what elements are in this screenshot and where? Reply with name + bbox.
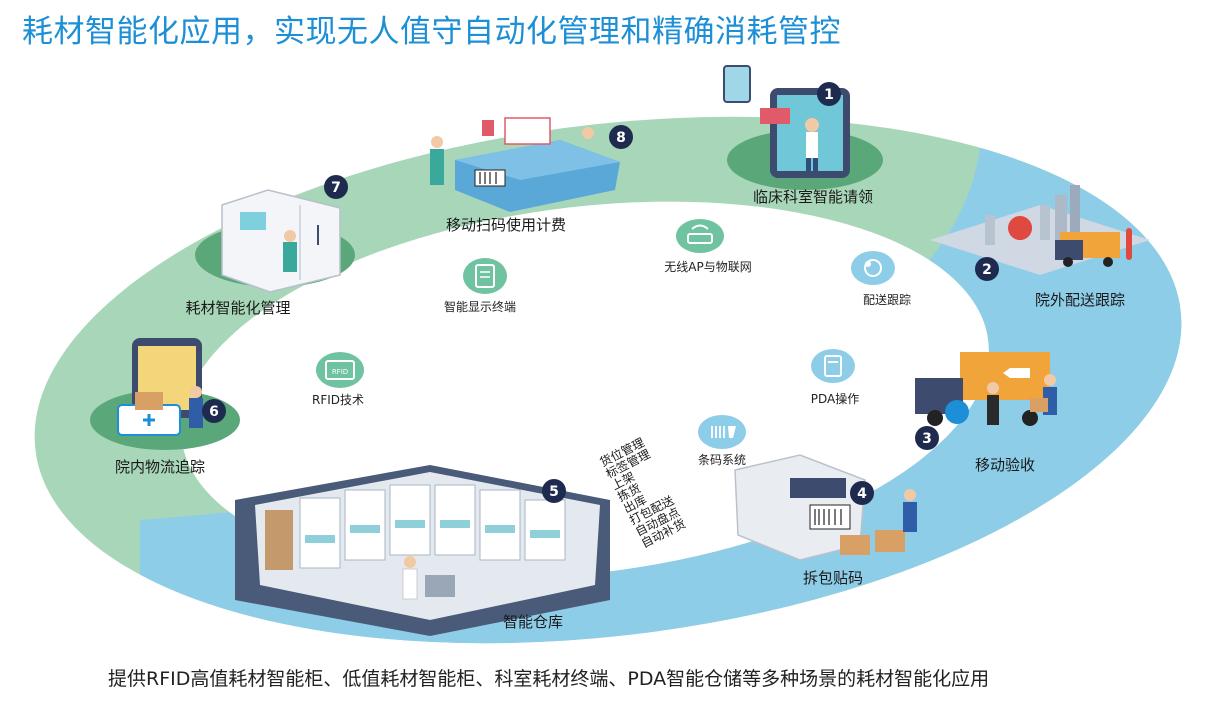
- svg-text:4: 4: [857, 486, 867, 502]
- stage-badges: 1 2 3 4 5 6 7 8: [202, 82, 999, 505]
- stage-label-2: 院外配送跟踪: [1034, 291, 1126, 309]
- stage-6-illustration: [90, 338, 240, 450]
- stage-8-illustration: [430, 117, 620, 212]
- stage-badge-3: 3: [915, 426, 939, 450]
- stage-3-illustration: [915, 352, 1057, 426]
- svg-text:5: 5: [549, 484, 559, 500]
- rfid-icon: RFID: [316, 352, 364, 388]
- svg-text:2: 2: [982, 262, 992, 278]
- calculator-icon: [811, 349, 855, 383]
- stage-badge-8: 8: [609, 125, 633, 149]
- tech-label-pda: PDA操作: [810, 392, 860, 406]
- svg-text:8: 8: [616, 130, 626, 146]
- stage-label-7: 耗材智能化管理: [185, 299, 291, 317]
- stage-label-4: 拆包贴码: [802, 569, 864, 587]
- tech-label-display: 智能显示终端: [443, 300, 517, 314]
- stage-badge-4: 4: [850, 481, 874, 505]
- tech-label-rfid: RFID技术: [311, 393, 365, 407]
- tracking-icon: [851, 251, 895, 285]
- tech-label-tracking: 配送跟踪: [862, 293, 912, 307]
- stage-label-1: 临床科室智能请领: [752, 188, 874, 206]
- stage-label-5: 智能仓库: [502, 613, 564, 631]
- svg-text:7: 7: [331, 180, 341, 196]
- stage-badge-1: 1: [817, 82, 841, 106]
- svg-text:3: 3: [922, 431, 932, 447]
- stage-4-illustration: [734, 454, 917, 561]
- stage-badge-6: 6: [202, 399, 226, 423]
- tech-label-wifi: 无线AP与物联网: [664, 260, 752, 274]
- stage-badge-2: 2: [975, 257, 999, 281]
- stage-5-illustration: [235, 465, 610, 636]
- svg-text:RFID: RFID: [332, 368, 348, 376]
- stage-1-illustration: [723, 65, 883, 190]
- page-title: 耗材智能化应用，实现无人值守自动化管理和精确消耗管控: [22, 14, 841, 50]
- stage-label-6: 院内物流追踪: [114, 458, 206, 476]
- display-terminal-icon: [463, 258, 507, 294]
- footer-caption: 提供RFID高值耗材智能柜、低值耗材智能柜、科室耗材终端、PDA智能仓储等多种场…: [108, 668, 990, 690]
- barcode-scanner-icon: [698, 415, 746, 449]
- wifi-router-icon: [676, 219, 724, 253]
- svg-text:6: 6: [209, 404, 219, 420]
- tech-label-barcode: 条码系统: [697, 453, 747, 467]
- stage-label-3: 移动验收: [974, 456, 1036, 474]
- stage-label-8: 移动扫码使用计费: [445, 216, 567, 234]
- stage-badge-7: 7: [324, 175, 348, 199]
- stage-badge-5: 5: [542, 479, 566, 503]
- svg-text:1: 1: [824, 87, 834, 103]
- stage-7-illustration: [195, 189, 355, 293]
